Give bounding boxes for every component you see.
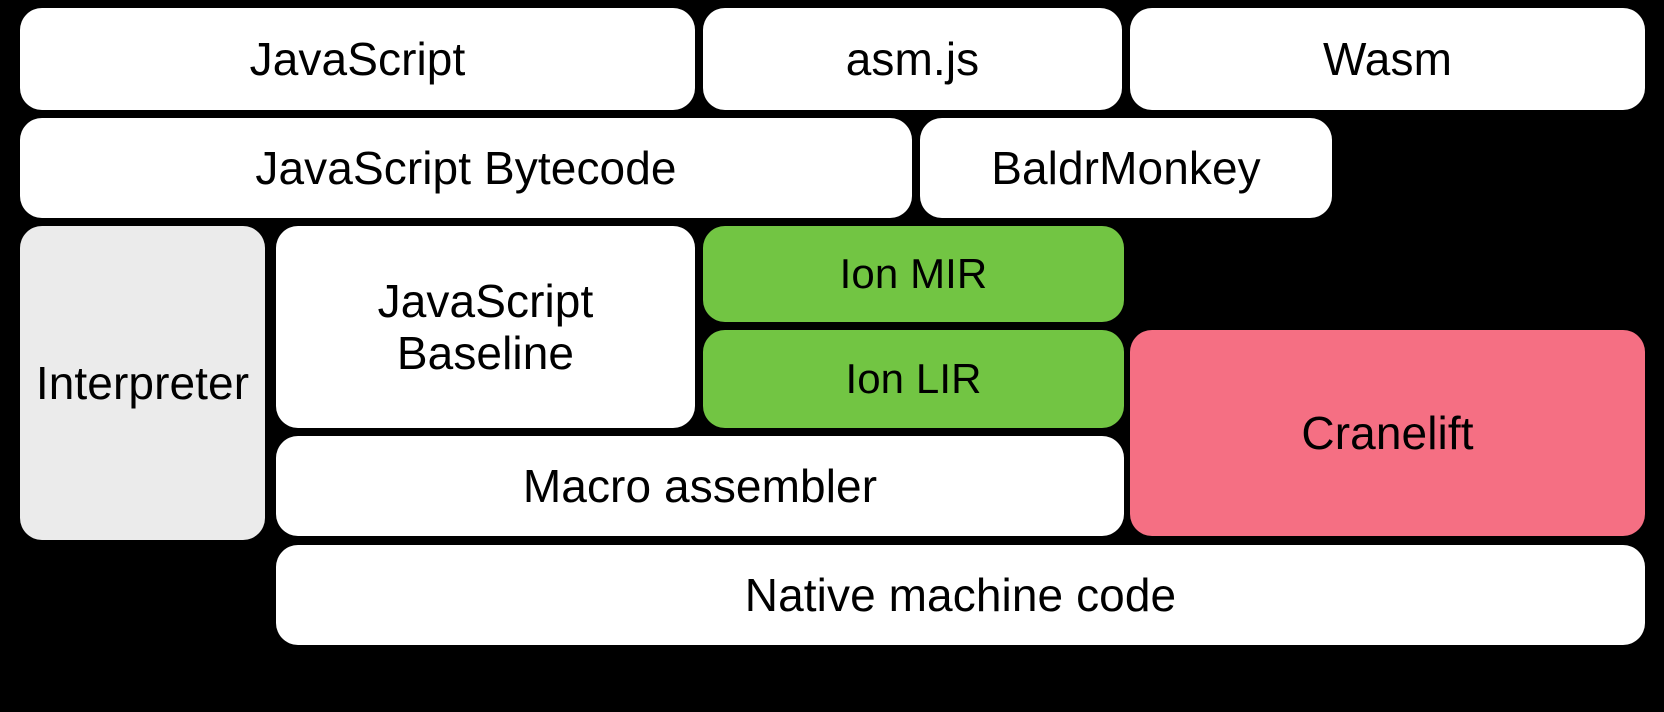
node-cranelift[interactable]: Cranelift <box>1130 330 1645 536</box>
node-label-baldrmonkey: BaldrMonkey <box>991 141 1261 194</box>
node-label-ion-mir: Ion MIR <box>839 250 988 298</box>
node-label-javascript: JavaScript <box>249 32 466 85</box>
node-ion-mir[interactable]: Ion MIR <box>703 226 1124 322</box>
node-label-ion-lir: Ion LIR <box>845 355 982 403</box>
node-javascript-baseline[interactable]: JavaScript Baseline <box>276 226 695 428</box>
node-label-wasm: Wasm <box>1322 32 1452 85</box>
node-interpreter[interactable]: Interpreter <box>20 226 265 540</box>
node-macro-assembler[interactable]: Macro assembler <box>276 436 1124 536</box>
node-label-javascript-baseline: JavaScript Baseline <box>377 274 594 379</box>
node-label-cranelift: Cranelift <box>1301 406 1474 459</box>
node-javascript[interactable]: JavaScript <box>20 8 695 110</box>
node-wasm[interactable]: Wasm <box>1130 8 1645 110</box>
node-native-machine-code[interactable]: Native machine code <box>276 545 1645 645</box>
node-label-interpreter: Interpreter <box>35 356 250 409</box>
node-label-asm-js: asm.js <box>845 32 980 85</box>
node-label-native-machine-code: Native machine code <box>744 568 1177 621</box>
node-ion-lir[interactable]: Ion LIR <box>703 330 1124 428</box>
node-label-javascript-bytecode: JavaScript Bytecode <box>255 141 677 194</box>
node-asm-js[interactable]: asm.js <box>703 8 1122 110</box>
node-baldrmonkey[interactable]: BaldrMonkey <box>920 118 1332 218</box>
node-label-macro-assembler: Macro assembler <box>522 459 878 512</box>
node-javascript-bytecode[interactable]: JavaScript Bytecode <box>20 118 912 218</box>
